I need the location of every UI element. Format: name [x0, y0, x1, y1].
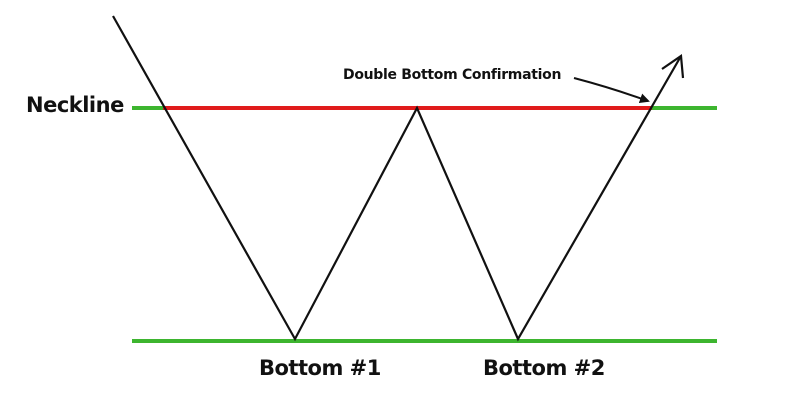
neckline-label: Neckline [26, 93, 124, 117]
confirmation-pointer-arrow [573, 77, 650, 103]
confirmation-label: Double Bottom Confirmation [343, 67, 562, 83]
bottom-2-label: Bottom #2 [483, 356, 605, 380]
price-path [112, 15, 682, 342]
arrowhead-icon [661, 54, 685, 79]
bottom-1-label: Bottom #1 [259, 356, 381, 380]
